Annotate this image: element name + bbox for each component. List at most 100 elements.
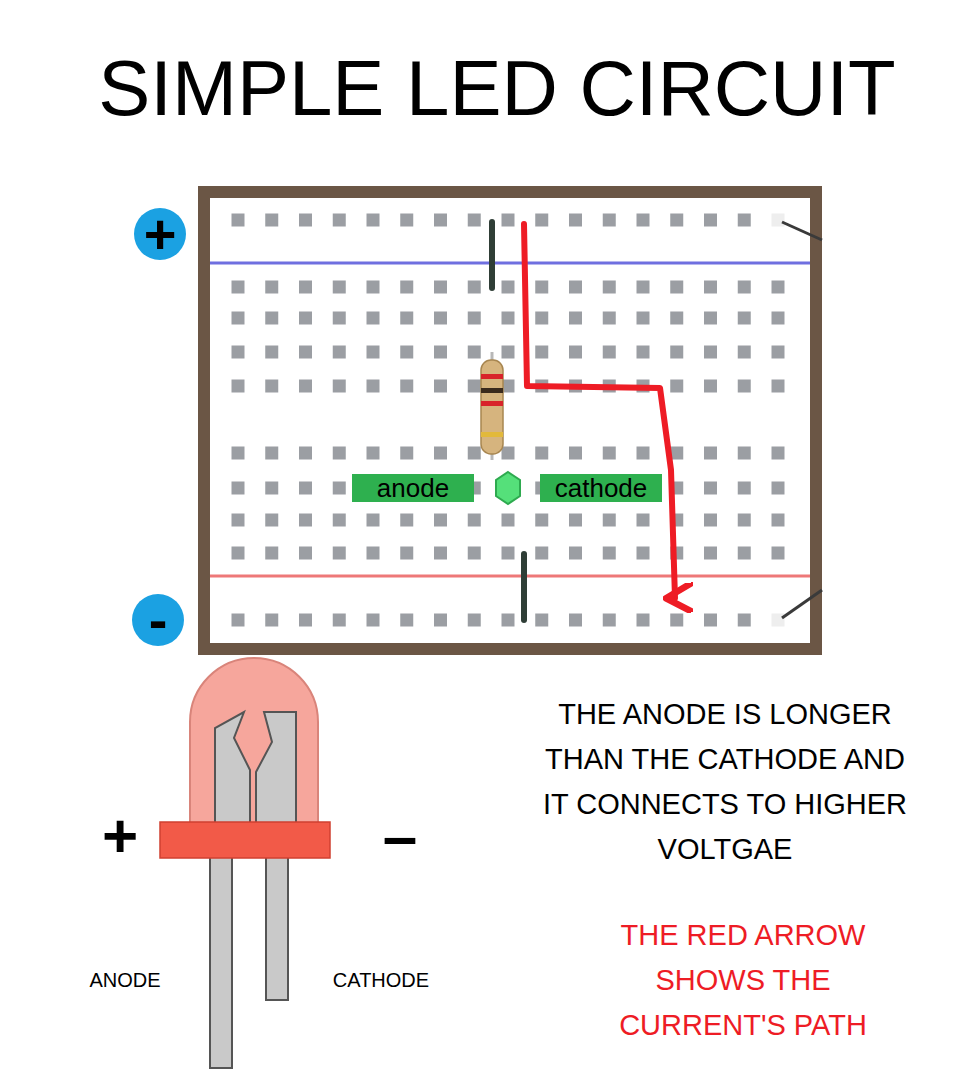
breadboard-hole [468,547,481,560]
breadboard-hole [772,346,785,359]
breadboard-hole [367,346,380,359]
breadboard-hole [502,312,515,325]
note: THE RED ARROW SHOWS THE CURRENT'S PATH [597,913,889,1048]
breadboard-hole [637,447,650,460]
breadboard-hole [400,312,413,325]
breadboard-hole [535,447,548,460]
breadboard-hole [400,514,413,527]
breadboard-hole [434,214,447,227]
breadboard-hole [232,346,245,359]
breadboard-hole [333,547,346,560]
breadboard-hole [738,614,751,627]
breadboard-hole [265,547,278,560]
breadboard-hole [704,447,717,460]
breadboard-hole [299,312,312,325]
breadboard-hole [333,281,346,294]
breadboard-hole [367,447,380,460]
breadboard-holes [232,214,785,627]
breadboard-hole [603,614,616,627]
breadboard-hole [569,346,582,359]
breadboard-hole [502,447,515,460]
breadboard-hole [670,380,683,393]
breadboard-hole [265,447,278,460]
breadboard-hole [502,514,515,527]
breadboard-hole [400,380,413,393]
breadboard-hole [738,380,751,393]
breadboard-hole [704,547,717,560]
breadboard-hole [738,346,751,359]
breadboard-frame [198,186,822,655]
breadboard-hole [400,346,413,359]
breadboard-hole [772,482,785,495]
breadboard-hole [232,214,245,227]
breadboard-hole [637,312,650,325]
breadboard-hole [232,547,245,560]
breadboard-hole [569,614,582,627]
breadboard-hole [299,614,312,627]
breadboard-hole [333,614,346,627]
pin-label: anode [377,475,449,501]
breadboard-hole [670,346,683,359]
breadboard-hole [603,547,616,560]
breadboard-hole [400,214,413,227]
breadboard-hole [232,614,245,627]
breadboard-hole [367,380,380,393]
supply-wire [782,222,822,240]
breadboard-hole [569,547,582,560]
resistor-symbol [481,352,503,460]
breadboard-hole [367,514,380,527]
breadboard-hole [232,380,245,393]
breadboard-hole [265,514,278,527]
breadboard-hole [265,214,278,227]
breadboard-hole [299,380,312,393]
breadboard-hole [232,514,245,527]
breadboard-hole [434,312,447,325]
breadboard-hole [569,447,582,460]
breadboard-hole [637,346,650,359]
breadboard-hole [299,346,312,359]
breadboard-hole [738,547,751,560]
pin-label: cathode [555,475,648,501]
breadboard-hole [400,547,413,560]
pin-label-box: cathode [540,474,662,502]
breadboard-hole [333,482,346,495]
breadboard-hole [400,281,413,294]
breadboard-hole [535,312,548,325]
breadboard-hole [670,312,683,325]
breadboard-hole [468,380,481,393]
breadboard-hole [468,614,481,627]
breadboard-hole [603,281,616,294]
breadboard-hole [299,214,312,227]
pin-label-box: anode [352,474,474,502]
breadboard-hole [704,514,717,527]
breadboard-hole [502,214,515,227]
breadboard-hole [468,514,481,527]
breadboard-hole [502,281,515,294]
breadboard-hole [434,281,447,294]
breadboard-hole [569,214,582,227]
breadboard-hole [299,447,312,460]
breadboard-hole [232,312,245,325]
breadboard-hole [265,312,278,325]
breadboard-hole [333,514,346,527]
breadboard-hole [367,547,380,560]
breadboard-hole [535,214,548,227]
breadboard-hole [772,214,785,227]
breadboard-hole [637,547,650,560]
breadboard-hole [502,547,515,560]
polarity-sign: + [102,805,138,867]
breadboard-hole [400,447,413,460]
breadboard-hole [468,346,481,359]
breadboard-hole [603,312,616,325]
note: THE ANODE IS LONGER THAN THE CATHODE AND… [529,692,921,872]
breadboard-hole [772,514,785,527]
breadboard-hole [738,281,751,294]
breadboard-hole [367,614,380,627]
breadboard-hole [333,380,346,393]
breadboard-hole [670,281,683,294]
breadboard-hole [637,214,650,227]
breadboard-hole [569,514,582,527]
plus-terminal: + [134,208,186,260]
breadboard-hole [367,312,380,325]
breadboard-hole [535,614,548,627]
